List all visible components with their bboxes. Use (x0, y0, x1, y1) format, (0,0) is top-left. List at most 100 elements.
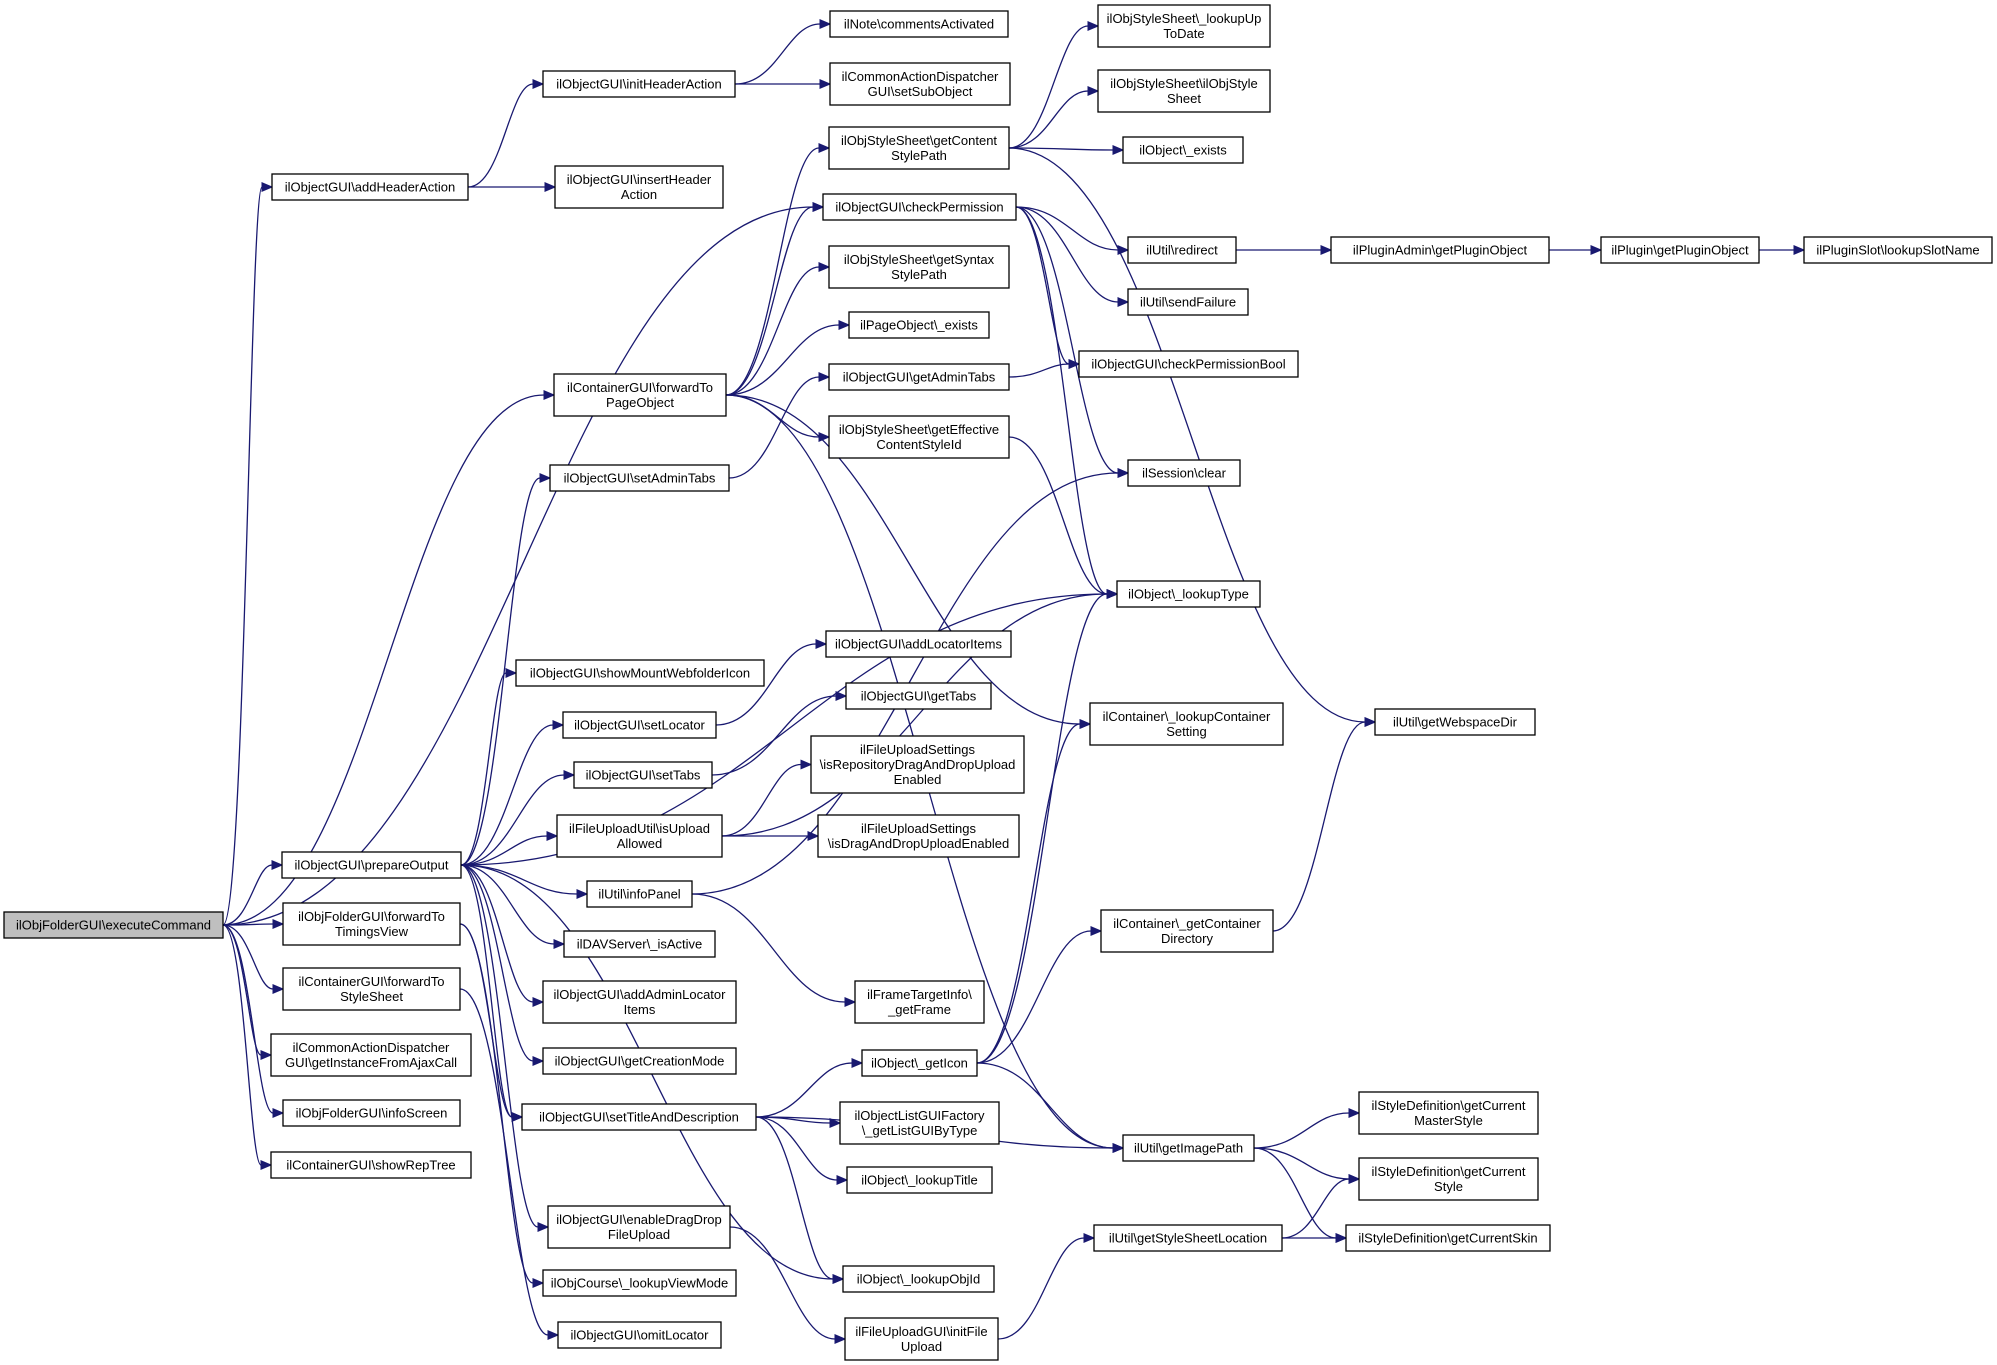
node-isRepositoryDragAndDropUploadEnabled[interactable]: ilFileUploadSettings\isRepositoryDragAnd… (810, 735, 1025, 794)
node-box-isRepositoryDragAndDropUploadEnabled (810, 735, 1025, 794)
edge-root-to-forwardToPageObject (222, 394, 545, 926)
edge-setTitleAndDescription-to-lookupTitle (755, 1116, 838, 1181)
arrowhead-infoPanel-to-getFrame (844, 997, 857, 1007)
node-lookupObjId[interactable]: ilObject\_lookupObjId (842, 1265, 995, 1293)
node-prepareOutput[interactable]: ilObjectGUI\prepareOutput (281, 851, 462, 879)
edge-root-to-checkPermission (222, 206, 814, 926)
nodes-layer: ilObjFolderGUI\executeCommand ilObjectGUI… (3, 4, 1993, 1361)
node-getTabs[interactable]: ilObjectGUI\getTabs (845, 682, 992, 710)
node-addLocatorItems[interactable]: ilObjectGUI\addLocatorItems (825, 630, 1012, 658)
arrowhead-addHeaderAction-to-insertHeaderAction (544, 182, 557, 192)
edge-prepareOutput-to-addAdminLocatorItems (460, 864, 534, 1003)
node-lookupViewMode[interactable]: ilObjCourse\_lookupViewMode (542, 1269, 737, 1297)
node-getEffectiveContentStyleId[interactable]: ilObjStyleSheet\getEffectiveContentStyle… (828, 415, 1010, 459)
node-objExists[interactable]: ilObject\_exists (1122, 136, 1244, 164)
arrowhead-setTabs-to-getTabs (835, 691, 848, 701)
arrowhead-infoPanel-to-sessionClear (1117, 468, 1130, 478)
node-sendFailure[interactable]: ilUtil\sendFailure (1127, 288, 1249, 316)
node-getInstanceFromAjaxCall[interactable]: ilCommonActionDispatcherGUI\getInstanceF… (270, 1033, 472, 1077)
node-label-getContainerDirectory-line-0: ilContainer\_getContainer (1113, 916, 1261, 931)
node-redirect[interactable]: ilUtil\redirect (1127, 236, 1237, 264)
node-label-addAdminLocatorItems-line-1: Items (624, 1002, 656, 1017)
node-checkPermissionBool[interactable]: ilObjectGUI\checkPermissionBool (1078, 350, 1299, 378)
edge-checkPermission-to-checkPermissionBool (1015, 206, 1070, 365)
node-infoScreen[interactable]: ilObjFolderGUI\infoScreen (282, 1099, 461, 1127)
edge-setTabs-to-getTabs (711, 695, 837, 776)
node-addHeaderAction[interactable]: ilObjectGUI\addHeaderAction (271, 173, 469, 201)
node-infoPanel[interactable]: ilUtil\infoPanel (586, 880, 693, 908)
node-lookupType[interactable]: ilObject\_lookupType (1116, 580, 1261, 608)
node-label-getEffectiveContentStyleId-line-1: ContentStyleId (876, 437, 961, 452)
node-initHeaderAction[interactable]: ilObjectGUI\initHeaderAction (542, 70, 736, 98)
node-checkPermission[interactable]: ilObjectGUI\checkPermission (822, 193, 1017, 221)
node-setAdminTabs[interactable]: ilObjectGUI\setAdminTabs (549, 464, 730, 492)
node-davIsActive[interactable]: ilDAVServer\_isActive (563, 930, 716, 958)
node-commentsActivated[interactable]: ilNote\commentsActivated (829, 10, 1009, 38)
node-box-getStyleSheetLocation (1093, 1224, 1283, 1252)
node-label-initHeaderAction-line-0: ilObjectGUI\initHeaderAction (556, 77, 721, 92)
node-label-getInstanceFromAjaxCall-line-1: GUI\getInstanceFromAjaxCall (285, 1055, 457, 1070)
node-getCreationMode[interactable]: ilObjectGUI\getCreationMode (542, 1047, 737, 1075)
edge-getIcon-to-lookupContainerSetting (976, 723, 1081, 1064)
node-isDragAndDropUploadEnabled[interactable]: ilFileUploadSettings\isDragAndDropUpload… (817, 814, 1020, 858)
arrowhead-initHeaderAction-to-setSubObject (819, 79, 832, 89)
edge-prepareOutput-to-isUploadAllowed (460, 835, 548, 866)
edge-forwardToPageObject-to-getSyntaxStylePath (725, 266, 820, 396)
node-setLocator[interactable]: ilObjectGUI\setLocator (562, 711, 717, 739)
node-getWebspaceDir[interactable]: ilUtil\getWebspaceDir (1374, 708, 1536, 736)
node-getIcon[interactable]: ilObject\_getIcon (861, 1049, 978, 1077)
edge-initHeaderAction-to-commentsActivated (734, 23, 821, 85)
node-root[interactable]: ilObjFolderGUI\executeCommand (3, 911, 224, 939)
node-lookupTitle[interactable]: ilObject\_lookupTitle (846, 1166, 993, 1194)
node-label-getSyntaxStylePath-line-0: ilObjStyleSheet\getSyntax (844, 252, 995, 267)
node-ilObjStyleSheet[interactable]: ilObjStyleSheet\ilObjStyleSheet (1097, 69, 1271, 113)
edge-isUploadAllowed-to-isRepositoryDragAndDropUploadEnabled (721, 763, 802, 837)
node-omitLocator[interactable]: ilObjectGUI\omitLocator (557, 1321, 722, 1349)
arrowhead-root-to-forwardToTimingsView (272, 919, 285, 929)
node-getCurrentSkin[interactable]: ilStyleDefinition\getCurrentSkin (1345, 1224, 1551, 1252)
node-box-redirect (1127, 236, 1237, 264)
arrowhead-prepareOutput-to-getCreationMode (532, 1056, 545, 1066)
node-getImagePath[interactable]: ilUtil\getImagePath (1122, 1134, 1255, 1162)
node-getFrame[interactable]: ilFrameTargetInfo\_getFrame (854, 980, 985, 1024)
node-showRepTree[interactable]: ilContainerGUI\showRepTree (270, 1151, 472, 1179)
edge-prepareOutput-to-showMountWebfolderIcon (460, 672, 507, 866)
node-label-forwardToPageObject-line-0: ilContainerGUI\forwardTo (567, 380, 713, 395)
node-lookupSlotName[interactable]: ilPluginSlot\lookupSlotName (1803, 236, 1993, 264)
node-sessionClear[interactable]: ilSession\clear (1127, 459, 1241, 487)
node-showMountWebfolderIcon[interactable]: ilObjectGUI\showMountWebfolderIcon (515, 659, 765, 687)
node-setTabs[interactable]: ilObjectGUI\setTabs (573, 761, 713, 789)
node-label-getContentStylePath-line-1: StylePath (891, 148, 947, 163)
arrowhead-getIcon-to-getImagePath (1112, 1143, 1125, 1153)
arrowhead-redirect-to-getPluginObjectAdmin (1320, 245, 1333, 255)
node-getPluginObject[interactable]: ilPlugin\getPluginObject (1600, 236, 1760, 264)
node-setTitleAndDescription[interactable]: ilObjectGUI\setTitleAndDescription (521, 1103, 757, 1131)
node-label-lookupViewMode-line-0: ilObjCourse\_lookupViewMode (551, 1276, 729, 1291)
node-getPluginObjectAdmin[interactable]: ilPluginAdmin\getPluginObject (1330, 236, 1550, 264)
node-label-forwardToStyleSheet-line-1: StyleSheet (340, 989, 403, 1004)
node-box-getTabs (845, 682, 992, 710)
node-box-getAdminTabs (828, 363, 1010, 391)
arrowhead-getContainerDirectory-to-getWebspaceDir (1364, 717, 1377, 727)
node-getStyleSheetLocation[interactable]: ilUtil\getStyleSheetLocation (1093, 1224, 1283, 1252)
arrowhead-forwardToTimingsView-to-setTitleAndDescription (511, 1112, 524, 1122)
node-getListGUIByType[interactable]: ilObjectListGUIFactory\_getListGUIByType (839, 1101, 1000, 1145)
node-pageExists[interactable]: ilPageObject\_exists (848, 311, 990, 339)
node-getAdminTabs[interactable]: ilObjectGUI\getAdminTabs (828, 363, 1010, 391)
